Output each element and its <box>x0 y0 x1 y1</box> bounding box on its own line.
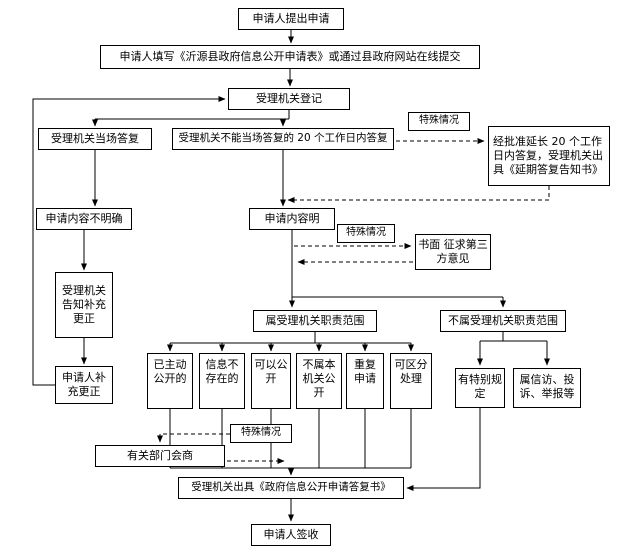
node-issue-reply-doc: 受理机关出具《政府信息公开申请答复书》 <box>178 477 404 499</box>
node-petition-complaint: 属信访、投诉、举报等 <box>513 368 581 408</box>
node-reply-within-20-days: 受理机关不能当场答复的 20 个工作日内答复 <box>172 128 394 150</box>
node-content-clear: 申请内容明 <box>249 208 335 230</box>
node-special-case-3: 特殊情况 <box>230 424 292 443</box>
node-extended-reply: 经批准延长 20 个工作日内答复，受理机关出具《延期答复告知书》 <box>488 126 610 186</box>
node-repeated-request: 重复申请 <box>346 353 384 409</box>
node-onsite-reply: 受理机关当场答复 <box>38 128 152 150</box>
node-notify-correction: 受理机关告知补充更正 <box>55 272 113 338</box>
node-special-case-1: 特殊情况 <box>408 112 470 131</box>
node-outside-scope: 不属受理机关职责范围 <box>440 310 566 332</box>
node-third-party-opinion: 书面 征求第三方意见 <box>415 234 491 270</box>
node-separable-handling: 可区分处理 <box>390 353 432 409</box>
node-not-this-authority: 不属本机关公开 <box>296 353 342 409</box>
solid-edges <box>32 30 550 522</box>
node-applicant-correction: 申请人补充更正 <box>55 366 113 404</box>
node-dept-consultation: 有关部门会商 <box>95 445 225 467</box>
node-already-disclosed: 已主动公开的 <box>147 353 193 409</box>
node-special-case-2: 特殊情况 <box>337 224 395 243</box>
node-fill-application-form: 申请人填写《沂源县政府信息公开申请表》或通过县政府网站在线提交 <box>100 45 480 69</box>
node-within-scope: 属受理机关职责范围 <box>253 310 377 332</box>
node-can-disclose: 可以公开 <box>251 353 291 409</box>
dashed-edges <box>157 138 550 464</box>
node-register: 受理机关登记 <box>228 88 350 110</box>
node-info-not-exist: 信息不存在的 <box>199 353 245 409</box>
node-sign-receipt: 申请人签收 <box>251 524 331 546</box>
node-content-unclear: 申请内容不明确 <box>36 208 132 230</box>
node-submit-application: 申请人提出申请 <box>238 8 344 30</box>
node-special-provisions: 有特别规定 <box>455 368 505 408</box>
